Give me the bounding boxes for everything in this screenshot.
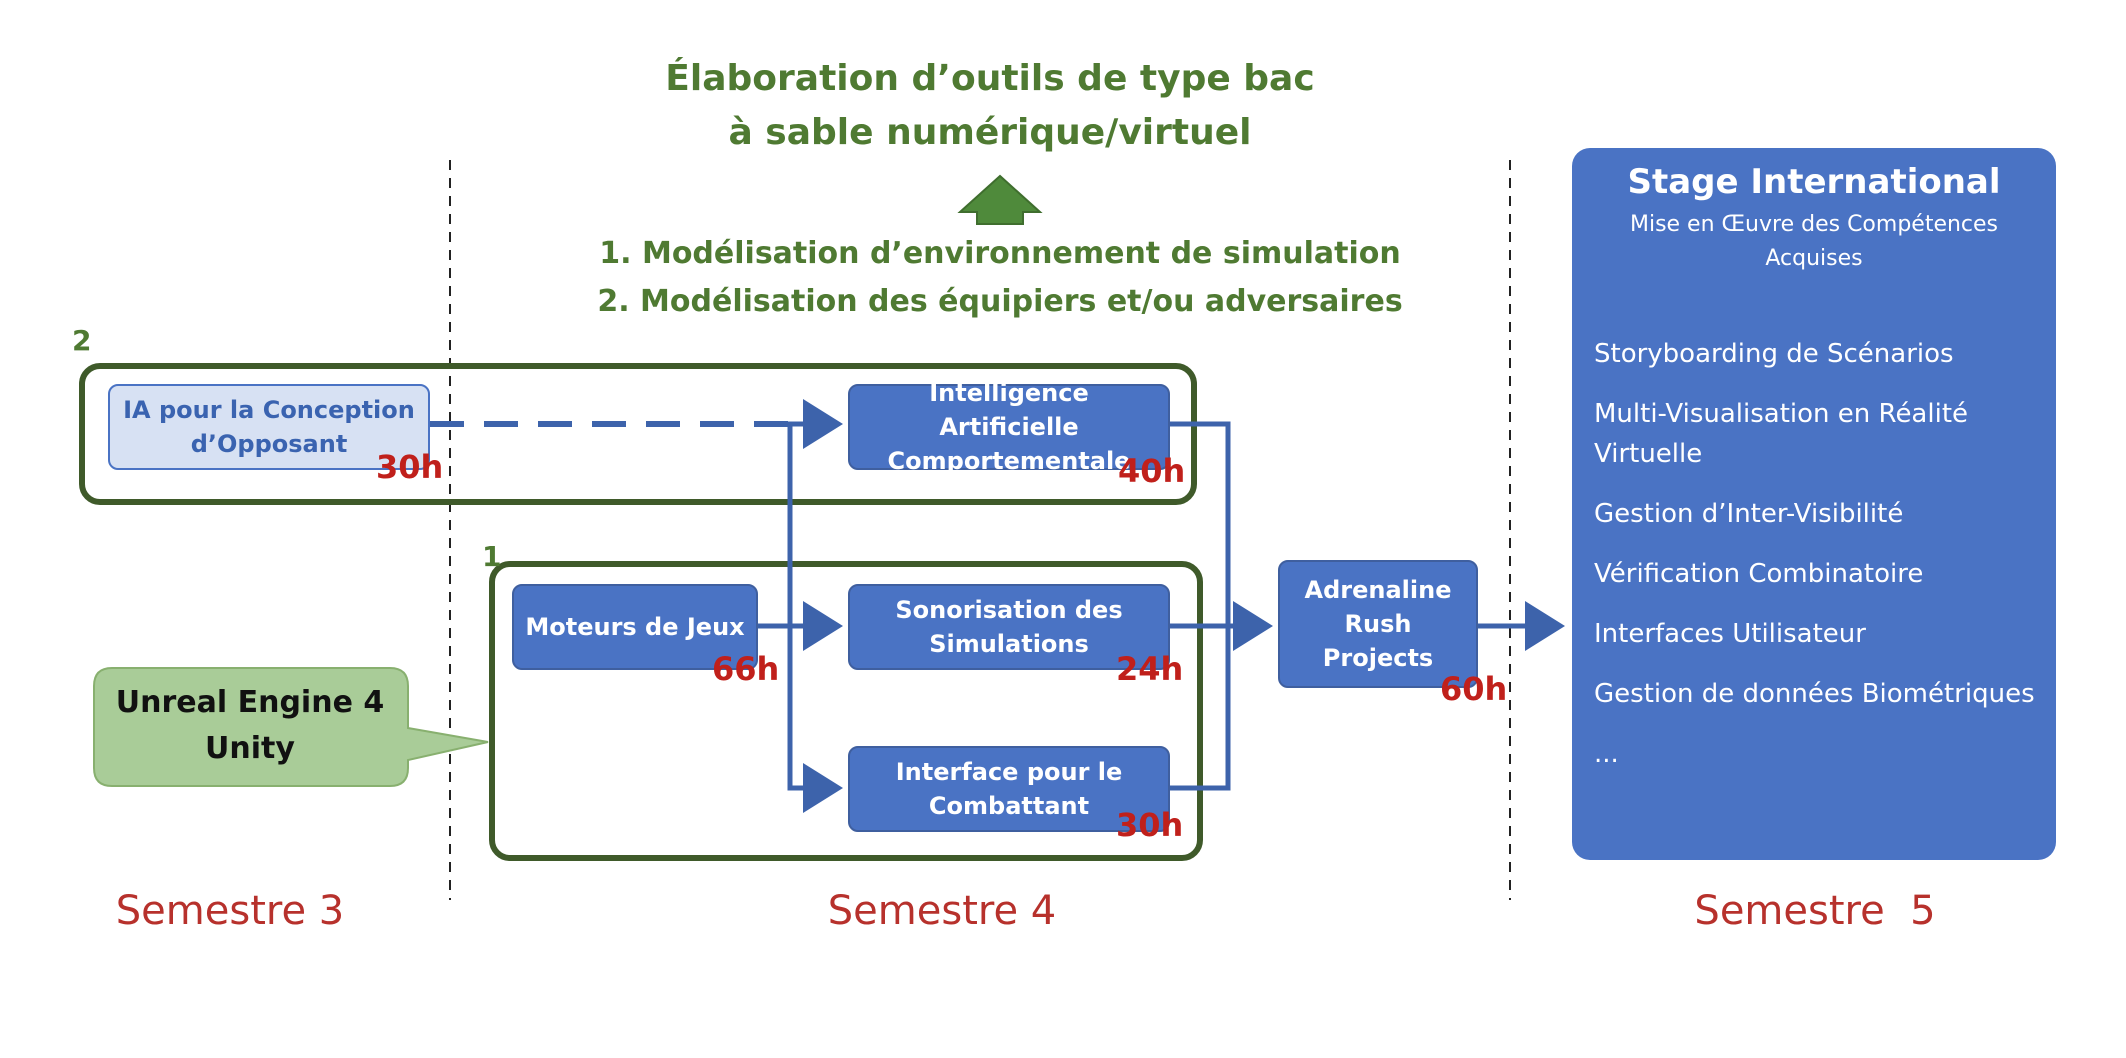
engine-callout-bubble	[93, 667, 489, 787]
module-moteurs-jeux-label: Moteurs de Jeux	[525, 613, 745, 641]
stage-topic: Storyboarding de Scénarios	[1594, 339, 1954, 369]
module-sonorisation: Sonorisation des Simulations	[848, 584, 1170, 670]
stage-topic: Gestion d’Inter-Visibilité	[1594, 499, 1904, 529]
module-moteurs-jeux: Moteurs de Jeux	[512, 584, 758, 670]
main-goal-title: Élaboration d’outils de type bac à sable…	[520, 52, 1460, 160]
module-ia-opposant: IA pour la Conception d’Opposant	[108, 384, 430, 470]
group-2-label: 2	[72, 324, 92, 357]
module-interface-combattant-line-2: Combattant	[928, 792, 1090, 820]
module-ia-comportementale-line-1: Intelligence Artificielle	[929, 379, 1089, 441]
stage-topic: Vérification Combinatoire	[1594, 559, 1924, 589]
stage-topic: Gestion de données Biométriques	[1594, 679, 2035, 709]
module-adrenaline-line-1: Adrenaline	[1304, 576, 1452, 604]
link-moteurs-to-ia	[758, 399, 843, 629]
hours-ia-opposant: 30h	[376, 448, 444, 486]
stage-subtitle: Mise en Œuvre des Compétences Acquises	[1629, 212, 1999, 271]
module-sonorisation-line-1: Sonorisation des	[895, 596, 1123, 624]
stage-topic: Interfaces Utilisateur	[1594, 619, 1866, 649]
semester-4-label: Semestre 4	[827, 888, 1057, 934]
module-sonorisation-line-2: Simulations	[929, 630, 1089, 658]
module-ia-comportementale-line-2: Comportementale	[887, 447, 1131, 475]
module-adrenaline-line-2: Rush	[1344, 610, 1412, 638]
engine-callout-line-2: Unity	[205, 731, 295, 766]
module-interface-combattant: Interface pour le Combattant	[848, 746, 1170, 832]
module-adrenaline-line-3: Projects	[1322, 644, 1434, 672]
semester-5-label: Semestre 5	[1694, 888, 1936, 934]
group-1-frame	[489, 561, 1203, 861]
hours-sonorisation: 24h	[1116, 650, 1184, 688]
semester-3-label: Semestre 3	[115, 888, 345, 934]
hours-moteurs-jeux: 66h	[712, 650, 780, 688]
stage-title: Stage International	[1627, 162, 2001, 202]
module-interface-combattant-line-1: Interface pour le	[895, 758, 1123, 786]
hours-interface-combattant: 30h	[1116, 806, 1184, 844]
engine-callout: Unreal Engine 4 Unity	[100, 680, 400, 772]
hours-ia-comportementale: 40h	[1118, 452, 1186, 490]
up-arrow-icon	[957, 174, 1043, 225]
link-collector	[1170, 421, 1231, 791]
hours-adrenaline: 60h	[1440, 670, 1508, 708]
stage-international-box: Stage International Mise en Œuvre des Co…	[1572, 148, 2056, 860]
group-1-label: 1	[482, 540, 502, 573]
module-adrenaline: Adrenaline Rush Projects	[1278, 560, 1478, 688]
goals-list: 1. Modélisation d’environnement de simul…	[560, 230, 1440, 326]
stage-topic: Multi-Visualisation en Réalité Virtuelle	[1594, 399, 1969, 469]
goal-2: 2. Modélisation des équipiers et/ou adve…	[597, 284, 1403, 319]
module-ia-opposant-line-1: IA pour la Conception	[123, 396, 415, 424]
group-2-frame	[79, 363, 1197, 505]
main-goal-line-1: Élaboration d’outils de type bac	[665, 58, 1315, 99]
main-goal-line-2: à sable numérique/virtuel	[728, 112, 1252, 153]
goal-1: 1. Modélisation d’environnement de simul…	[599, 236, 1401, 271]
stage-topics: Storyboarding de Scénarios Multi-Visuali…	[1594, 334, 2036, 794]
module-ia-opposant-line-2: d’Opposant	[190, 430, 348, 458]
engine-callout-line-1: Unreal Engine 4	[115, 685, 385, 720]
module-ia-comportementale: Intelligence Artificielle Comportemental…	[848, 379, 1170, 475]
stage-topic: ...	[1594, 739, 1619, 769]
link-moteurs-to-interface	[787, 626, 843, 813]
